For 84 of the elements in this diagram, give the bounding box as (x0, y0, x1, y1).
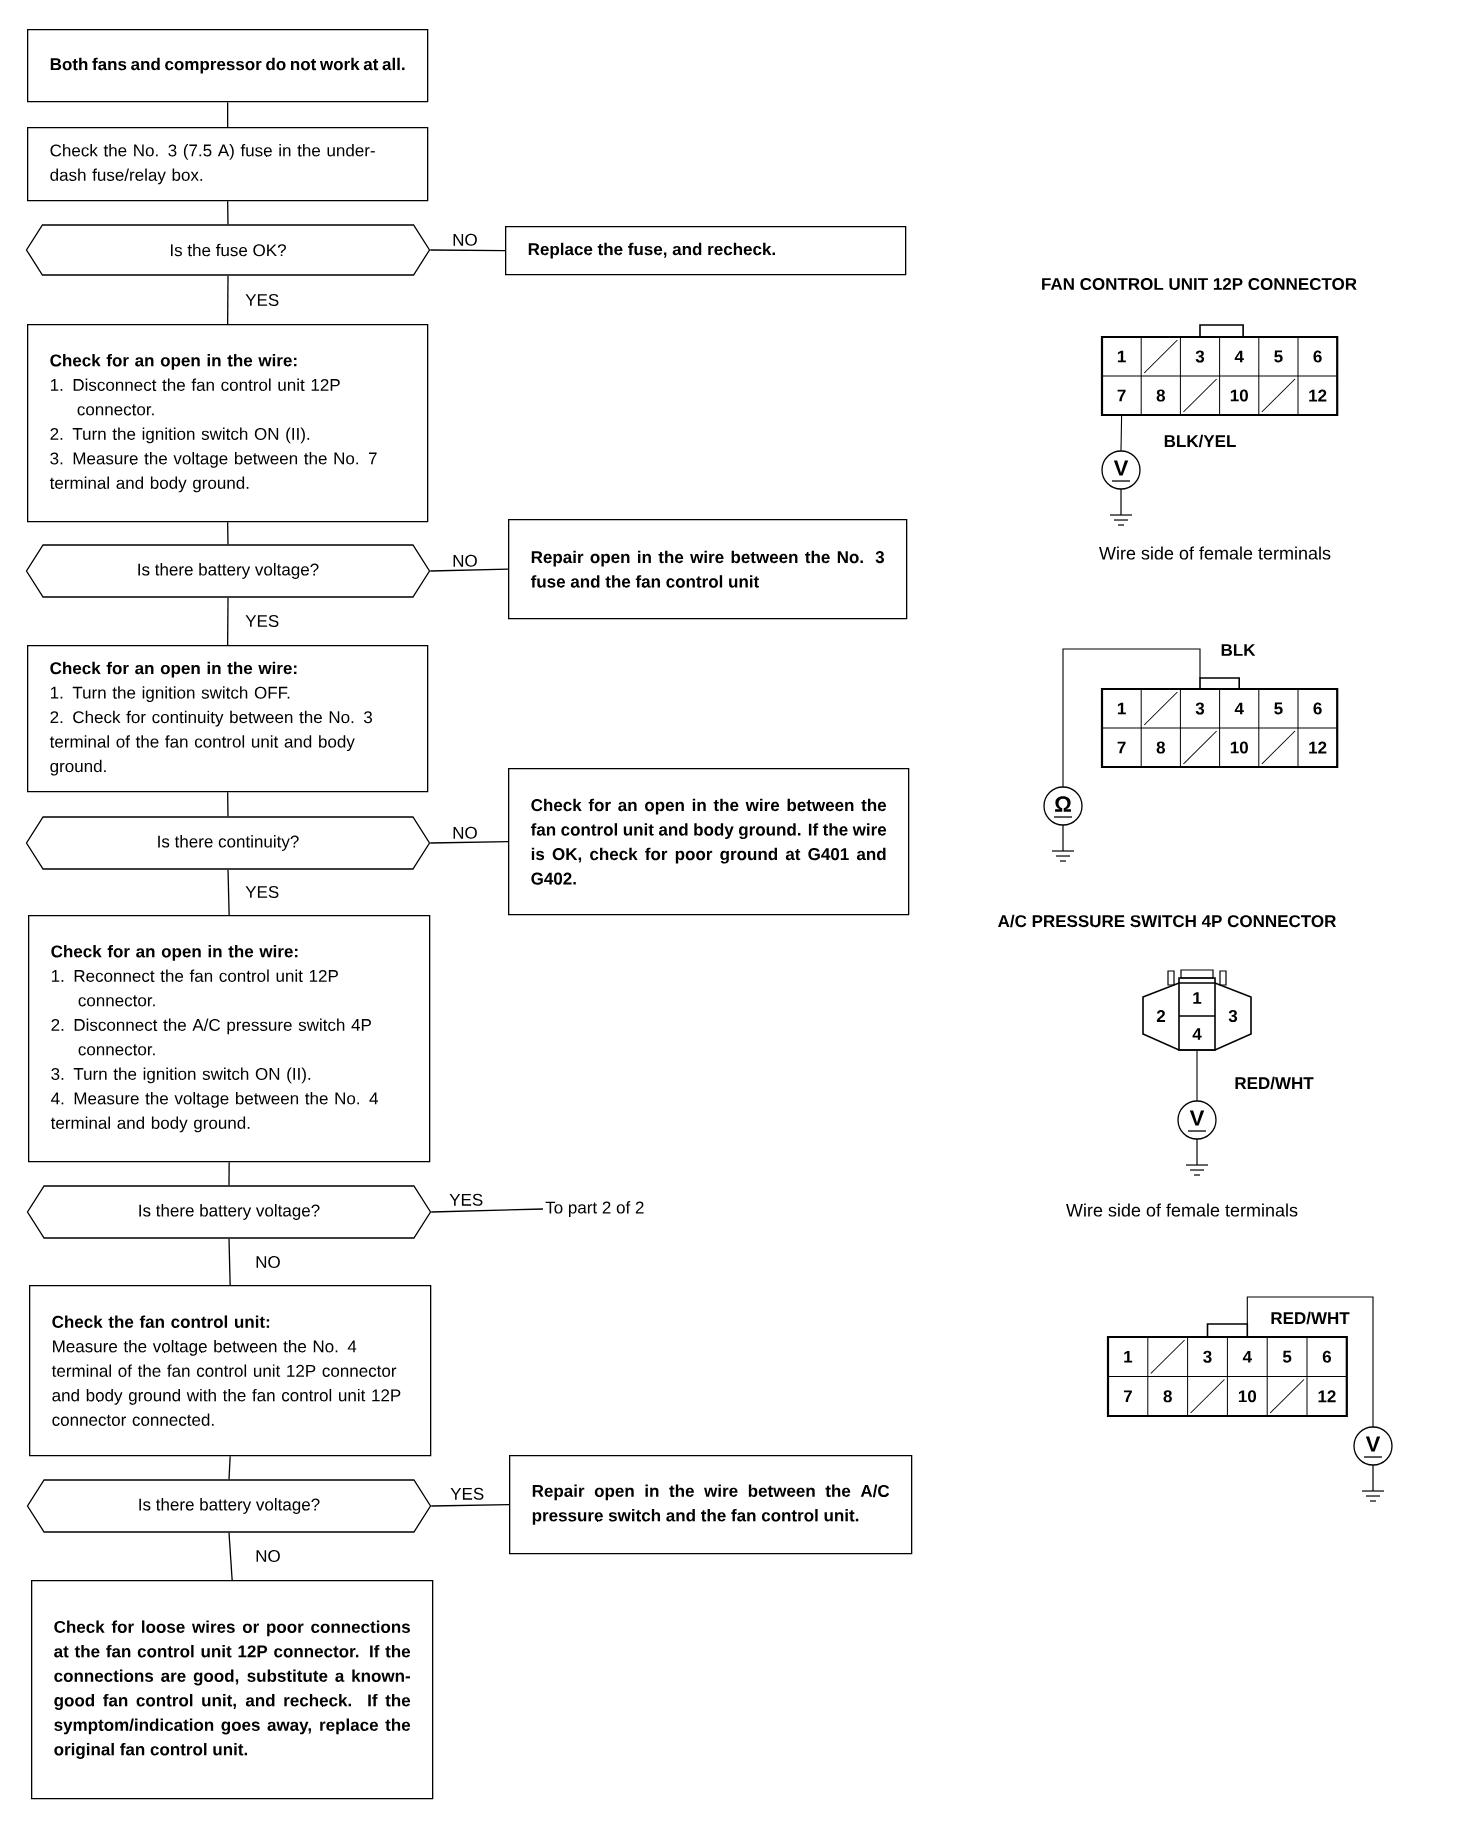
step-box: Check for an open in the wire between the fan control unit and body ground. If the wire is OK, check for poor ground at G401 and G402. (508, 768, 910, 916)
decision-hexagon: Is there battery voltage? (26, 1479, 432, 1533)
pin-number: 1 (1117, 702, 1126, 715)
pin-number: 4 (1234, 702, 1244, 715)
edge-label: YES (243, 613, 282, 630)
step-box: Check for an open in the wire: 1. Reconnect the fan control unit 12P connector. 2. Disconnect the A/C pressure switch 4P connector. 3. Turn the ignition switch ON (II). 4. Measure the voltage between the No. 4 terminal and body ground. (28, 915, 431, 1163)
pin-number: 12 (1309, 389, 1327, 402)
connector-line (429, 568, 509, 572)
pin-number: 5 (1274, 350, 1283, 363)
edge-label: YES (447, 1191, 486, 1208)
connector-line (228, 1238, 231, 1286)
note-text: Wire side of female terminals (1099, 546, 1331, 560)
pin-number: 8 (1156, 389, 1165, 402)
pin-number: 5 (1282, 1350, 1292, 1363)
connector-line (227, 521, 229, 545)
connector-line (227, 791, 229, 817)
pin-number: 5 (1274, 702, 1283, 715)
pin-number: 3 (1195, 350, 1205, 363)
connector-line (228, 1455, 231, 1480)
pin-number: 10 (1230, 741, 1248, 754)
connector-line (227, 101, 229, 128)
pin-number: 7 (1117, 389, 1126, 402)
step-box: Repair open in the wire between the No. 3 fuse and the fan control unit (508, 519, 908, 620)
decision-hexagon: Is there continuity? (25, 816, 431, 870)
edge-label: NO (253, 1548, 283, 1565)
decision-hexagon: Is there battery voltage? (25, 544, 431, 598)
edge-label: NO (450, 824, 480, 841)
pin-number: 12 (1309, 741, 1327, 754)
step-box: Check for an open in the wire: 1. Turn the ignition switch OFF. 2. Check for continuity between the No. 3 terminal of the fan control unit and body ground. (27, 645, 429, 793)
pin-number: 10 (1230, 389, 1248, 402)
pin-number: 8 (1163, 1390, 1172, 1403)
pin-number: 8 (1156, 741, 1165, 754)
wire-color-label: BLK/YEL (1164, 434, 1236, 448)
edge-label: YES (243, 884, 282, 901)
connector-line (227, 597, 229, 646)
step-box: Check for an open in the wire: 1. Disconnect the fan control unit 12P connector. 2. Turn the ignition switch ON (II). 3. Measure the voltage between the No. 7 terminal and body ground. (27, 324, 429, 523)
wire-color-label: BLK (1221, 644, 1256, 656)
note-text: Wire side of female terminals (1066, 1203, 1298, 1217)
pin-number: 1 (1193, 992, 1202, 1004)
connector-line (228, 1161, 230, 1186)
pin-number: 3 (1203, 1350, 1212, 1363)
pin-number: 4 (1242, 1350, 1252, 1363)
pin-number: 2 (1156, 1010, 1166, 1022)
edge-label: NO (450, 552, 480, 569)
connector-line (227, 275, 229, 325)
pin-number: 6 (1322, 1350, 1331, 1363)
pin-number: 6 (1313, 702, 1322, 715)
meter-with-lead: V (1101, 414, 1141, 490)
connector-line (429, 841, 509, 844)
connector-line (430, 1504, 510, 1507)
edge-label: YES (448, 1485, 487, 1502)
step-box: Check the No. 3 (7.5 A) fuse in the under-dash fuse/relay box. (27, 127, 429, 202)
wire-color-label: RED/WHT (1271, 1311, 1350, 1325)
pin-number: 7 (1123, 1390, 1132, 1403)
pin-number: 3 (1195, 702, 1205, 715)
pin-number: 12 (1318, 1390, 1336, 1403)
edge-label: NO (253, 1254, 283, 1271)
connector-line (228, 1532, 233, 1581)
flow-text: To part 2 of 2 (545, 1201, 644, 1217)
edge-label: YES (243, 292, 282, 309)
step-box: Repair open in the wire between the A/C pressure switch and the fan control unit. (509, 1455, 913, 1555)
edge-label: NO (450, 231, 480, 248)
step-box: Check for loose wires or poor connections at the fan control unit 12P connector. If the connections are good, substitute a known-good fan control unit, and recheck. If the symptom/indication goes away, replace the original fan control unit. (31, 1580, 434, 1800)
connector-label: FAN CONTROL UNIT 12P CONNECTOR (1042, 278, 1357, 291)
step-box: Both fans and compressor do not work at all. (27, 29, 429, 103)
connector-label: A/C PRESSURE SWITCH 4P CONNECTOR (998, 914, 1337, 928)
pin-number: 3 (1228, 1010, 1238, 1023)
pin-number: 6 (1313, 350, 1322, 363)
pin-number: 4 (1234, 350, 1244, 363)
pin-number: 7 (1117, 741, 1126, 754)
decision-hexagon: Is the fuse OK? (25, 224, 431, 276)
connector-line (429, 249, 506, 252)
connector-line (430, 1208, 544, 1213)
step-box: Replace the fuse, and recheck. (505, 226, 907, 276)
wire-color-label: RED/WHT (1235, 1076, 1314, 1090)
pin-number: 1 (1124, 1350, 1133, 1363)
meter-with-lead: V (1177, 1049, 1217, 1140)
connector-line (227, 869, 230, 916)
pin-number: 10 (1238, 1390, 1257, 1403)
pin-number: 4 (1192, 1028, 1202, 1040)
decision-hexagon: Is there battery voltage? (26, 1185, 432, 1239)
connector-line (227, 200, 229, 225)
pin-number: 1 (1117, 350, 1126, 363)
step-box: Check the fan control unit: Measure the voltage between the No. 4 terminal of the fan control unit 12P connector and body ground with the fan control unit 12P connector connected. (29, 1285, 432, 1457)
